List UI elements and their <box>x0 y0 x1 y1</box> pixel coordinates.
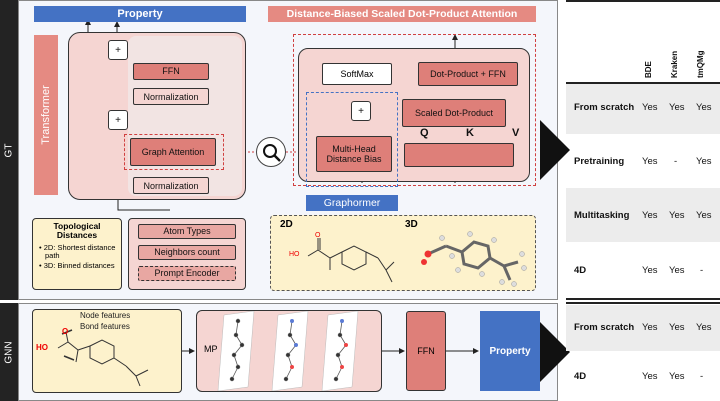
table-cell: Yes <box>696 102 712 113</box>
table-row-bg <box>566 305 720 351</box>
table-cell: Yes <box>669 102 685 113</box>
table-row-label: 4D <box>574 265 587 276</box>
k-label: K <box>466 127 474 139</box>
topological-distances-box: Topological Distances • 2D: Shortest dis… <box>32 218 122 290</box>
attention-add-node: + <box>351 101 371 121</box>
table-row-label: From scratch <box>574 322 635 333</box>
topological-item-3d: • 3D: Binned distances <box>39 260 115 270</box>
table-cell: - <box>674 156 678 167</box>
table-cell: Yes <box>669 322 685 333</box>
table-row-bg <box>566 84 720 134</box>
gt-band <box>0 0 18 300</box>
multi-head-distance-bias-block: Multi-Head Distance Bias <box>316 136 392 172</box>
table-header-rule <box>566 82 720 84</box>
col-header-bde: BDE <box>644 61 653 78</box>
attention-frame <box>293 34 536 186</box>
table-cell: Yes <box>669 210 685 221</box>
gnn-molecule-drawing <box>57 329 149 387</box>
gnn-ffn-block: FFN <box>406 311 446 391</box>
attention-header: Distance-Biased Scaled Dot-Product Atten… <box>268 6 536 22</box>
transformer-bar <box>34 35 58 195</box>
mol-2d-label: 2D <box>280 219 293 230</box>
gnn-oh-label: HO <box>36 343 48 352</box>
table-cell: Yes <box>642 156 658 167</box>
table-row-label: Pretraining <box>574 156 625 167</box>
table-top-rule <box>566 0 720 2</box>
table-cell: Yes <box>669 371 685 382</box>
table-row-label: Multitasking <box>574 210 630 221</box>
gnn-property-block: Property <box>480 311 540 391</box>
table-row-label: From scratch <box>574 102 635 113</box>
normalization-top: Normalization <box>133 88 209 105</box>
add-node-mid: + <box>108 110 128 130</box>
gnn-band <box>0 303 18 401</box>
table-cell: Yes <box>669 265 685 276</box>
gnn-o-label: O <box>62 327 69 336</box>
magnifier-icon <box>256 137 286 167</box>
mol-3d-label: 3D <box>405 219 418 230</box>
molecule-panel <box>270 215 536 291</box>
v-label: V <box>512 127 520 139</box>
table-section-rule-2 <box>566 302 720 304</box>
table-row-bg <box>566 188 720 242</box>
mp-label: MP <box>204 344 218 354</box>
softmax-block: SoftMax <box>322 63 392 85</box>
dot-product-ffn-block: Dot-Product + FFN <box>418 62 518 86</box>
graph-attention-dotted <box>124 134 224 170</box>
table-cell: Yes <box>696 322 712 333</box>
gnn-bond-features: Bond features <box>80 322 130 331</box>
scaled-dot-product-block: Scaled Dot-Product <box>402 99 506 127</box>
mol-2d-o-label: O <box>315 232 321 239</box>
col-header-tmqmg: tmQMg <box>696 50 705 78</box>
gt-property-header: Property <box>34 6 246 22</box>
table-section-rule <box>566 298 720 300</box>
table-cell: Yes <box>642 210 658 221</box>
table-row-label: 4D <box>574 371 587 382</box>
prompt-encoder-block: Prompt Encoder <box>138 266 236 281</box>
table-cell: - <box>700 265 704 276</box>
graphormer-frame <box>306 92 398 187</box>
q-label: Q <box>420 127 429 139</box>
mol-2d-oh-label: HO <box>289 251 300 258</box>
neighbors-count-block: Neighbors count <box>138 245 236 260</box>
table-cell: Yes <box>642 371 658 382</box>
atom-types-block: Atom Types <box>138 224 236 239</box>
qkv-input-block <box>404 143 514 167</box>
table-cell: Yes <box>696 156 712 167</box>
add-node-top: + <box>108 40 128 60</box>
col-header-kraken: Kraken <box>670 50 679 78</box>
table-cell: Yes <box>642 102 658 113</box>
molecule-2d-drawing <box>307 238 395 283</box>
graph-attention-block: Graph Attention <box>130 138 216 166</box>
table-cell: - <box>700 371 704 382</box>
ffn-block: FFN <box>133 63 209 80</box>
table-cell: Yes <box>696 210 712 221</box>
topological-title: Topological Distances <box>53 221 101 241</box>
table-cell: Yes <box>642 265 658 276</box>
gnn-node-features: Node features <box>80 311 131 320</box>
topological-item-2d: • 2D: Shortest distance path <box>39 242 116 261</box>
gnn-molecule-box <box>32 309 182 393</box>
graphormer-label: Graphormer <box>306 195 398 211</box>
molecule-3d-drawing <box>421 231 527 287</box>
table-cell: Yes <box>642 322 658 333</box>
mp-graph-drawings <box>217 311 359 391</box>
normalization-bottom: Normalization <box>133 177 209 194</box>
